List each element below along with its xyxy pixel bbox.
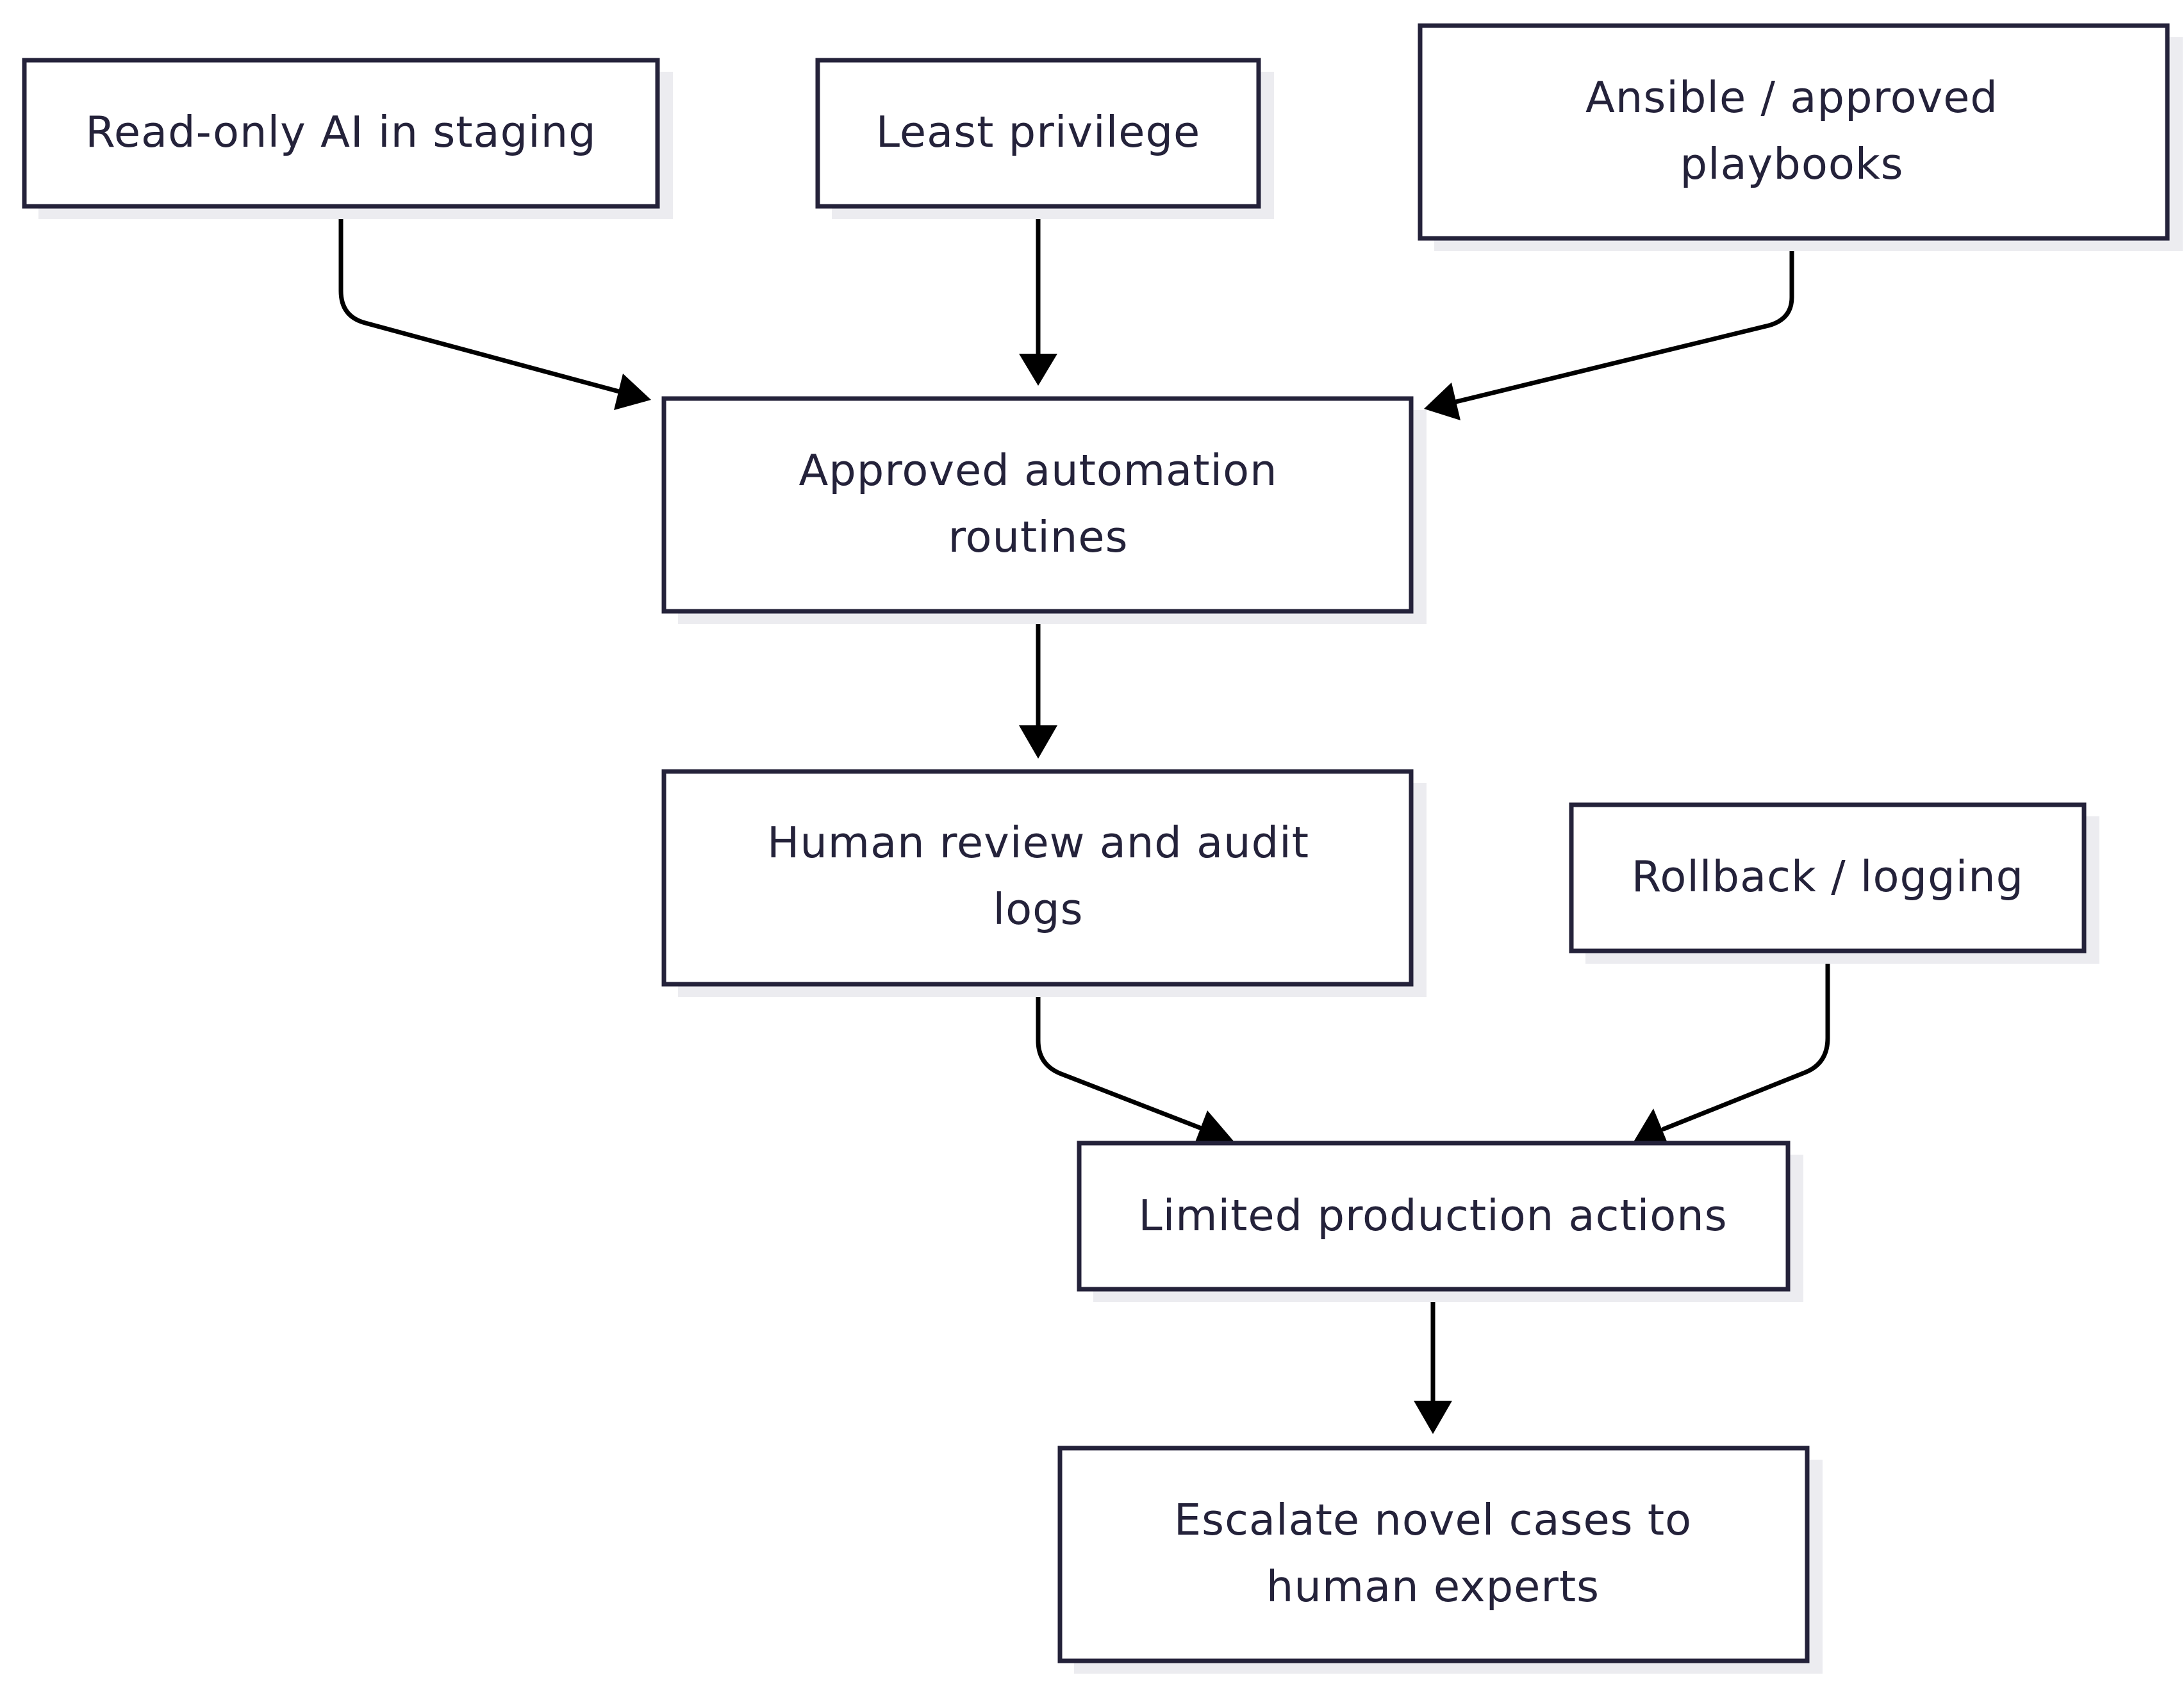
node-label-line-1: Human review and audit [767,818,1309,868]
node-label-line-2: human experts [1266,1562,1600,1612]
edge-approved-automation-to-human-review [1019,610,1057,759]
node-label: Rollback / logging [1632,852,2024,902]
node-rollback-logging: Rollback / logging [1569,802,2099,964]
node-label: Limited production actions [1138,1191,1727,1241]
node-label-line-1: Approved automation [798,445,1277,495]
node-label-line-1: Escalate novel cases to [1174,1495,1692,1545]
node-human-review-and-audit-logs: Human review and audit logs [661,769,1427,997]
node-limited-production-actions: Limited production actions [1077,1141,1803,1302]
node-label-line-2: logs [993,884,1083,934]
node-label: Read-only AI in staging [85,107,596,157]
node-read-only-ai-in-staging: Read-only AI in staging [22,58,673,219]
node-label-line-2: playbooks [1680,139,1903,189]
node-least-privilege: Least privilege [815,58,1274,219]
edge-ansible-to-approved-automation [1424,238,1794,420]
node-label-line-2: routines [948,512,1128,562]
node-label-line-1: Ansible / approved [1585,72,1998,122]
node-label: Least privilege [876,107,1200,157]
edge-human-review-to-limited-production [1036,983,1234,1147]
edge-read-only-ai-to-approved-automation [338,205,651,410]
node-ansible-approved-playbooks: Ansible / approved playbooks [1418,23,2183,251]
edges [338,205,1830,1434]
edge-least-privilege-to-approved-automation [1019,205,1057,386]
edge-limited-production-to-escalate [1414,1287,1452,1434]
edge-rollback-to-limited-production [1634,950,1830,1144]
node-approved-automation-routines: Approved automation routines [661,396,1427,624]
node-escalate-novel-cases: Escalate novel cases to human experts [1057,1446,1823,1674]
